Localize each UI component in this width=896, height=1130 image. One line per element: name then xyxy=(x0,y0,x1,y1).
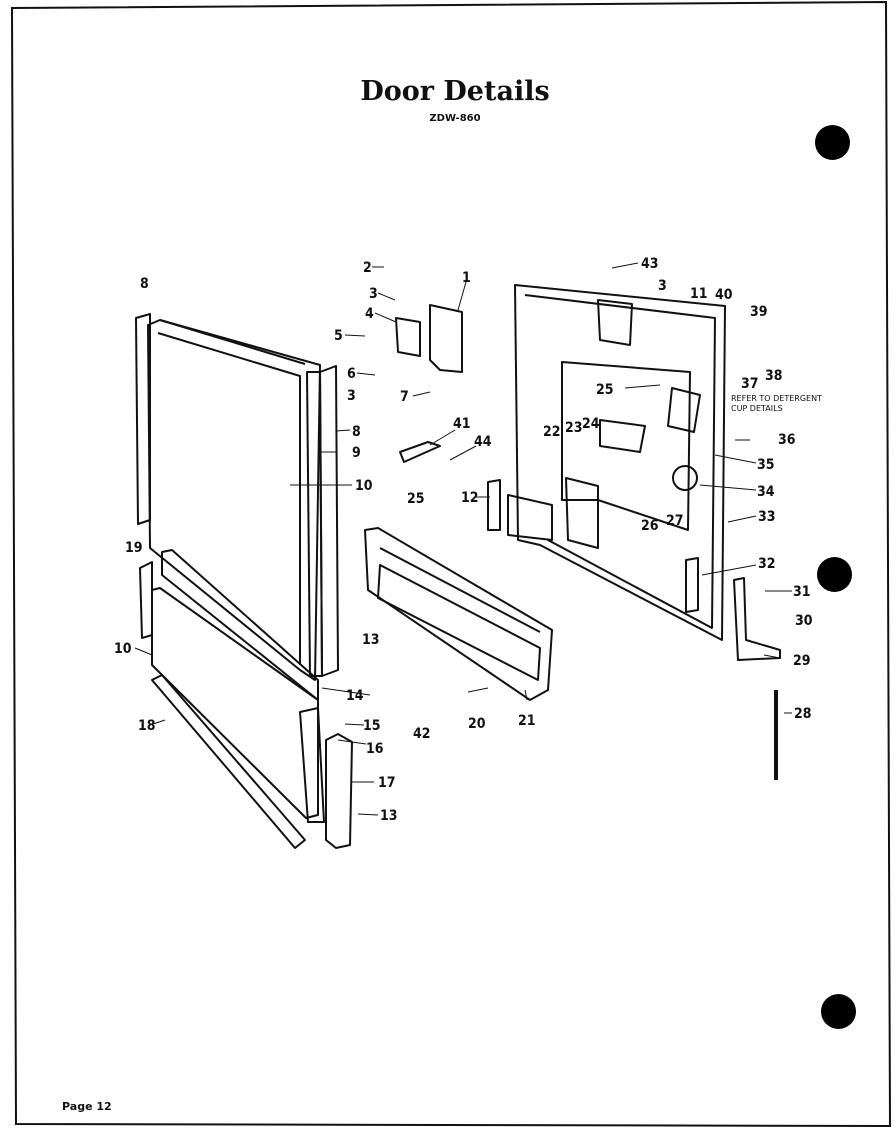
detergent-cup xyxy=(599,419,646,453)
callout-35: 35 xyxy=(757,457,775,473)
callout-41: 41 xyxy=(453,416,471,432)
callout-42: 42 xyxy=(413,726,431,742)
callout-10: 10 xyxy=(114,641,132,657)
right-trim-strip xyxy=(319,365,339,677)
callout-40: 40 xyxy=(715,287,733,303)
callout-20: 20 xyxy=(468,716,486,732)
callout-13: 13 xyxy=(380,808,398,824)
note-line-1: REFER TO DETERGENT xyxy=(731,394,822,403)
callout-12: 12 xyxy=(461,490,479,506)
callout-37: 37 xyxy=(741,376,759,392)
door-spring-arm xyxy=(733,577,781,661)
callout-43: 43 xyxy=(641,256,659,272)
callout-3: 3 xyxy=(658,278,667,294)
callout-3: 3 xyxy=(369,286,378,302)
binder-hole-bottom xyxy=(821,994,856,1029)
rinse-dispenser xyxy=(672,465,698,491)
callout-28: 28 xyxy=(794,706,812,722)
callout-23: 23 xyxy=(565,420,583,436)
outer-door-panel xyxy=(147,319,321,681)
callout-22: 22 xyxy=(543,424,561,440)
callout-31: 31 xyxy=(793,584,811,600)
detergent-cup-note: REFER TO DETERGENT CUP DETAILS xyxy=(731,394,822,414)
note-line-2: CUP DETAILS xyxy=(731,404,783,413)
callout-8: 8 xyxy=(352,424,361,440)
callout-15: 15 xyxy=(363,718,381,734)
callout-24: 24 xyxy=(582,416,600,432)
callout-25: 25 xyxy=(407,491,425,507)
callout-1: 1 xyxy=(462,270,471,286)
callout-19: 19 xyxy=(125,540,143,556)
callout-39: 39 xyxy=(750,304,768,320)
callout-10: 10 xyxy=(355,478,373,494)
lower-panel xyxy=(151,587,319,819)
binder-hole-top xyxy=(815,125,850,160)
vent-bracket xyxy=(667,387,701,433)
model-number: ZDW-860 xyxy=(429,113,481,124)
callout-6: 6 xyxy=(347,366,356,382)
callout-5: 5 xyxy=(334,328,343,344)
callout-38: 38 xyxy=(765,368,783,384)
callout-34: 34 xyxy=(757,484,775,500)
page-title: Door Details xyxy=(360,76,550,107)
callout-36: 36 xyxy=(778,432,796,448)
callout-33: 33 xyxy=(758,509,776,525)
callout-13: 13 xyxy=(362,632,380,648)
inner-door-liner xyxy=(514,284,726,641)
callout-30: 30 xyxy=(795,613,813,629)
left-trim-strip xyxy=(135,313,151,525)
hinge-bracket xyxy=(429,304,463,373)
callout-3: 3 xyxy=(347,388,356,404)
left-lower-trim xyxy=(139,561,153,639)
callout-25: 25 xyxy=(596,382,614,398)
callout-2: 2 xyxy=(363,260,372,276)
right-lower-trim xyxy=(325,733,353,849)
page-number: Page 12 xyxy=(62,1100,112,1113)
callout-21: 21 xyxy=(518,713,536,729)
callout-8: 8 xyxy=(140,276,149,292)
callout-4: 4 xyxy=(365,306,374,322)
callout-14: 14 xyxy=(346,688,364,704)
callout-18: 18 xyxy=(138,718,156,734)
control-panel xyxy=(364,527,553,701)
callout-17: 17 xyxy=(378,775,396,791)
callout-7: 7 xyxy=(400,389,409,405)
callout-29: 29 xyxy=(793,653,811,669)
bottom-trim xyxy=(151,674,306,849)
binder-hole-middle xyxy=(817,557,852,592)
callout-16: 16 xyxy=(366,741,384,757)
callout-11: 11 xyxy=(690,286,708,302)
callout-9: 9 xyxy=(352,445,361,461)
callout-44: 44 xyxy=(474,434,492,450)
callout-27: 27 xyxy=(666,513,684,529)
callout-26: 26 xyxy=(641,518,659,534)
latch-assembly xyxy=(597,299,633,346)
callout-32: 32 xyxy=(758,556,776,572)
